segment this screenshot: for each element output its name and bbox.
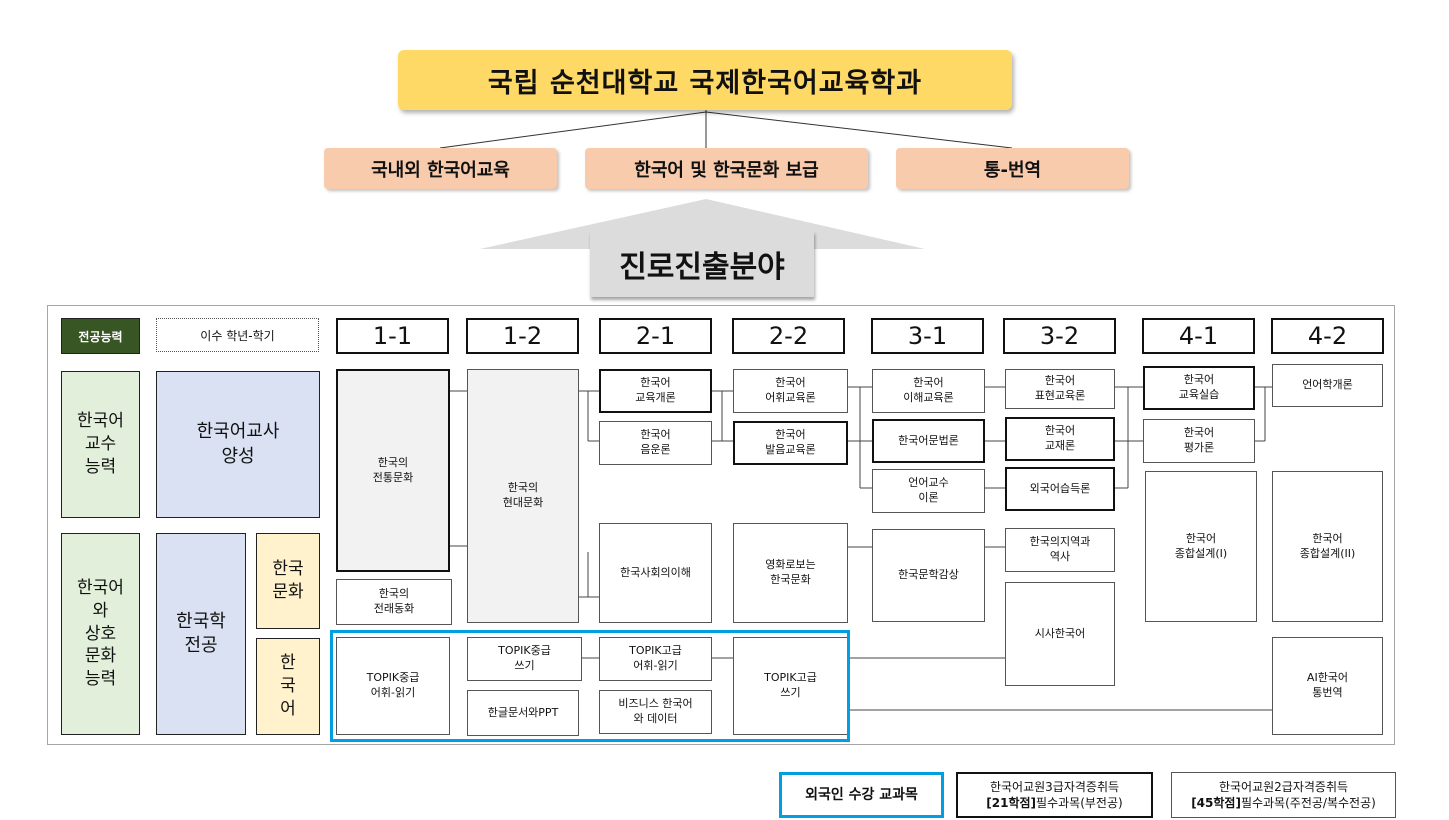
course-current-affairs-korean: 시사한국어 <box>1005 582 1115 686</box>
semester-1-2: 1-2 <box>466 318 579 354</box>
curriculum-frame <box>47 305 1395 745</box>
foreign-student-courses-outline <box>330 630 850 742</box>
course-second-language-acquisition: 외국어습득론 <box>1005 467 1115 511</box>
legend-grade3-required: 한국어교원3급자격증취득 [21학점]필수과목(부전공) <box>956 772 1153 818</box>
course-language-teaching-theory: 언어교수 이론 <box>872 469 985 513</box>
course-korean-education-intro: 한국어 교육개론 <box>599 369 712 413</box>
career-banner: 진로진출분야 <box>590 231 814 297</box>
legend-grade2-credits: [45학점] <box>1191 796 1241 810</box>
course-hangul-document-ppt: 한글문서와PPT <box>467 690 579 736</box>
course-expression-education: 한국어 표현교육론 <box>1005 369 1115 409</box>
course-vocabulary-education: 한국어 어휘교육론 <box>733 369 848 413</box>
legend-foreign-student-courses: 외국인 수강 교과목 <box>779 772 944 818</box>
course-pronunciation-education: 한국어 발음교육론 <box>733 421 848 465</box>
career-domestic-overseas-education: 국내외 한국어교육 <box>324 148 557 189</box>
legend-grade3-credits: [21학점] <box>986 796 1037 810</box>
legend-grade2-required: 한국어교원2급자격증취득 [45학점]필수과목(주전공/복수전공) <box>1171 772 1396 818</box>
semester-3-1: 3-1 <box>871 318 984 354</box>
semester-header-label: 이수 학년-학기 <box>156 318 319 352</box>
course-topik-intermediate-writing: TOPIK중급 쓰기 <box>467 637 582 681</box>
competency-interaction: 한국어 와 상호 문화 능력 <box>61 533 140 735</box>
course-business-korean-data: 비즈니스 한국어 와 데이터 <box>599 690 712 734</box>
course-topik-advanced-writing: TOPIK고급 쓰기 <box>733 637 848 735</box>
competency-teaching: 한국어 교수 능력 <box>61 371 140 518</box>
legend-grade2-line2: [45학점]필수과목(주전공/복수전공) <box>1191 795 1376 811</box>
semester-2-1: 2-1 <box>599 318 712 354</box>
competency-header-badge: 전공능력 <box>61 318 140 354</box>
semester-4-2: 4-2 <box>1271 318 1384 354</box>
department-title: 국립 순천대학교 국제한국어교육학과 <box>398 50 1012 110</box>
legend-grade3-line1: 한국어교원3급자격증취득 <box>989 779 1120 794</box>
track-teacher-training: 한국어교사 양성 <box>156 371 320 518</box>
course-topik-advanced-reading: TOPIK고급 어휘-읽기 <box>599 637 712 681</box>
legend-grade3-line2: [21학점]필수과목(부전공) <box>986 795 1122 811</box>
semester-4-1: 4-1 <box>1142 318 1255 354</box>
course-korean-grammar: 한국어문법론 <box>872 419 985 463</box>
career-translation: 통-번역 <box>896 148 1129 189</box>
legend-grade2-line1: 한국어교원2급자격증취득 <box>1218 779 1349 794</box>
course-assessment-theory: 한국어 평가론 <box>1143 419 1255 463</box>
course-capstone-design-1: 한국어 종합설계(I) <box>1145 471 1257 622</box>
course-culture-through-film: 영화로보는 한국문화 <box>733 523 848 623</box>
course-teaching-practicum: 한국어 교육실습 <box>1143 366 1255 410</box>
course-textbook-theory: 한국어 교재론 <box>1005 417 1115 461</box>
course-capstone-design-2: 한국어 종합설계(II) <box>1272 471 1383 622</box>
semester-1-1: 1-1 <box>336 318 449 354</box>
course-korean-phonology: 한국어 음운론 <box>599 421 712 465</box>
track-koreanology: 한국학 전공 <box>156 533 246 735</box>
course-comprehension-education: 한국어 이해교육론 <box>872 369 985 413</box>
course-traditional-culture: 한국의 전통문화 <box>336 369 450 572</box>
course-ai-korean-interpretation: AI한국어 통번역 <box>1272 637 1383 735</box>
course-korean-society: 한국사회의이해 <box>599 523 712 623</box>
course-topik-intermediate-reading: TOPIK중급 어휘-읽기 <box>336 637 450 735</box>
course-intro-linguistics: 언어학개론 <box>1272 364 1383 407</box>
legend-grade3-desc: 필수과목(부전공) <box>1036 796 1123 810</box>
subtrack-culture: 한국 문화 <box>256 533 320 629</box>
subtrack-language: 한 국 어 <box>256 638 320 735</box>
course-folk-tales: 한국의 전래동화 <box>336 579 452 625</box>
semester-3-2: 3-2 <box>1003 318 1116 354</box>
legend-grade2-desc: 필수과목(주전공/복수전공) <box>1240 796 1376 810</box>
course-regions-and-history: 한국의지역과 역사 <box>1005 528 1115 572</box>
semester-2-2: 2-2 <box>732 318 845 354</box>
course-modern-culture: 한국의 현대문화 <box>467 369 579 623</box>
course-korean-literature: 한국문학감상 <box>872 529 985 622</box>
career-korean-culture-spread: 한국어 및 한국문화 보급 <box>585 148 868 189</box>
